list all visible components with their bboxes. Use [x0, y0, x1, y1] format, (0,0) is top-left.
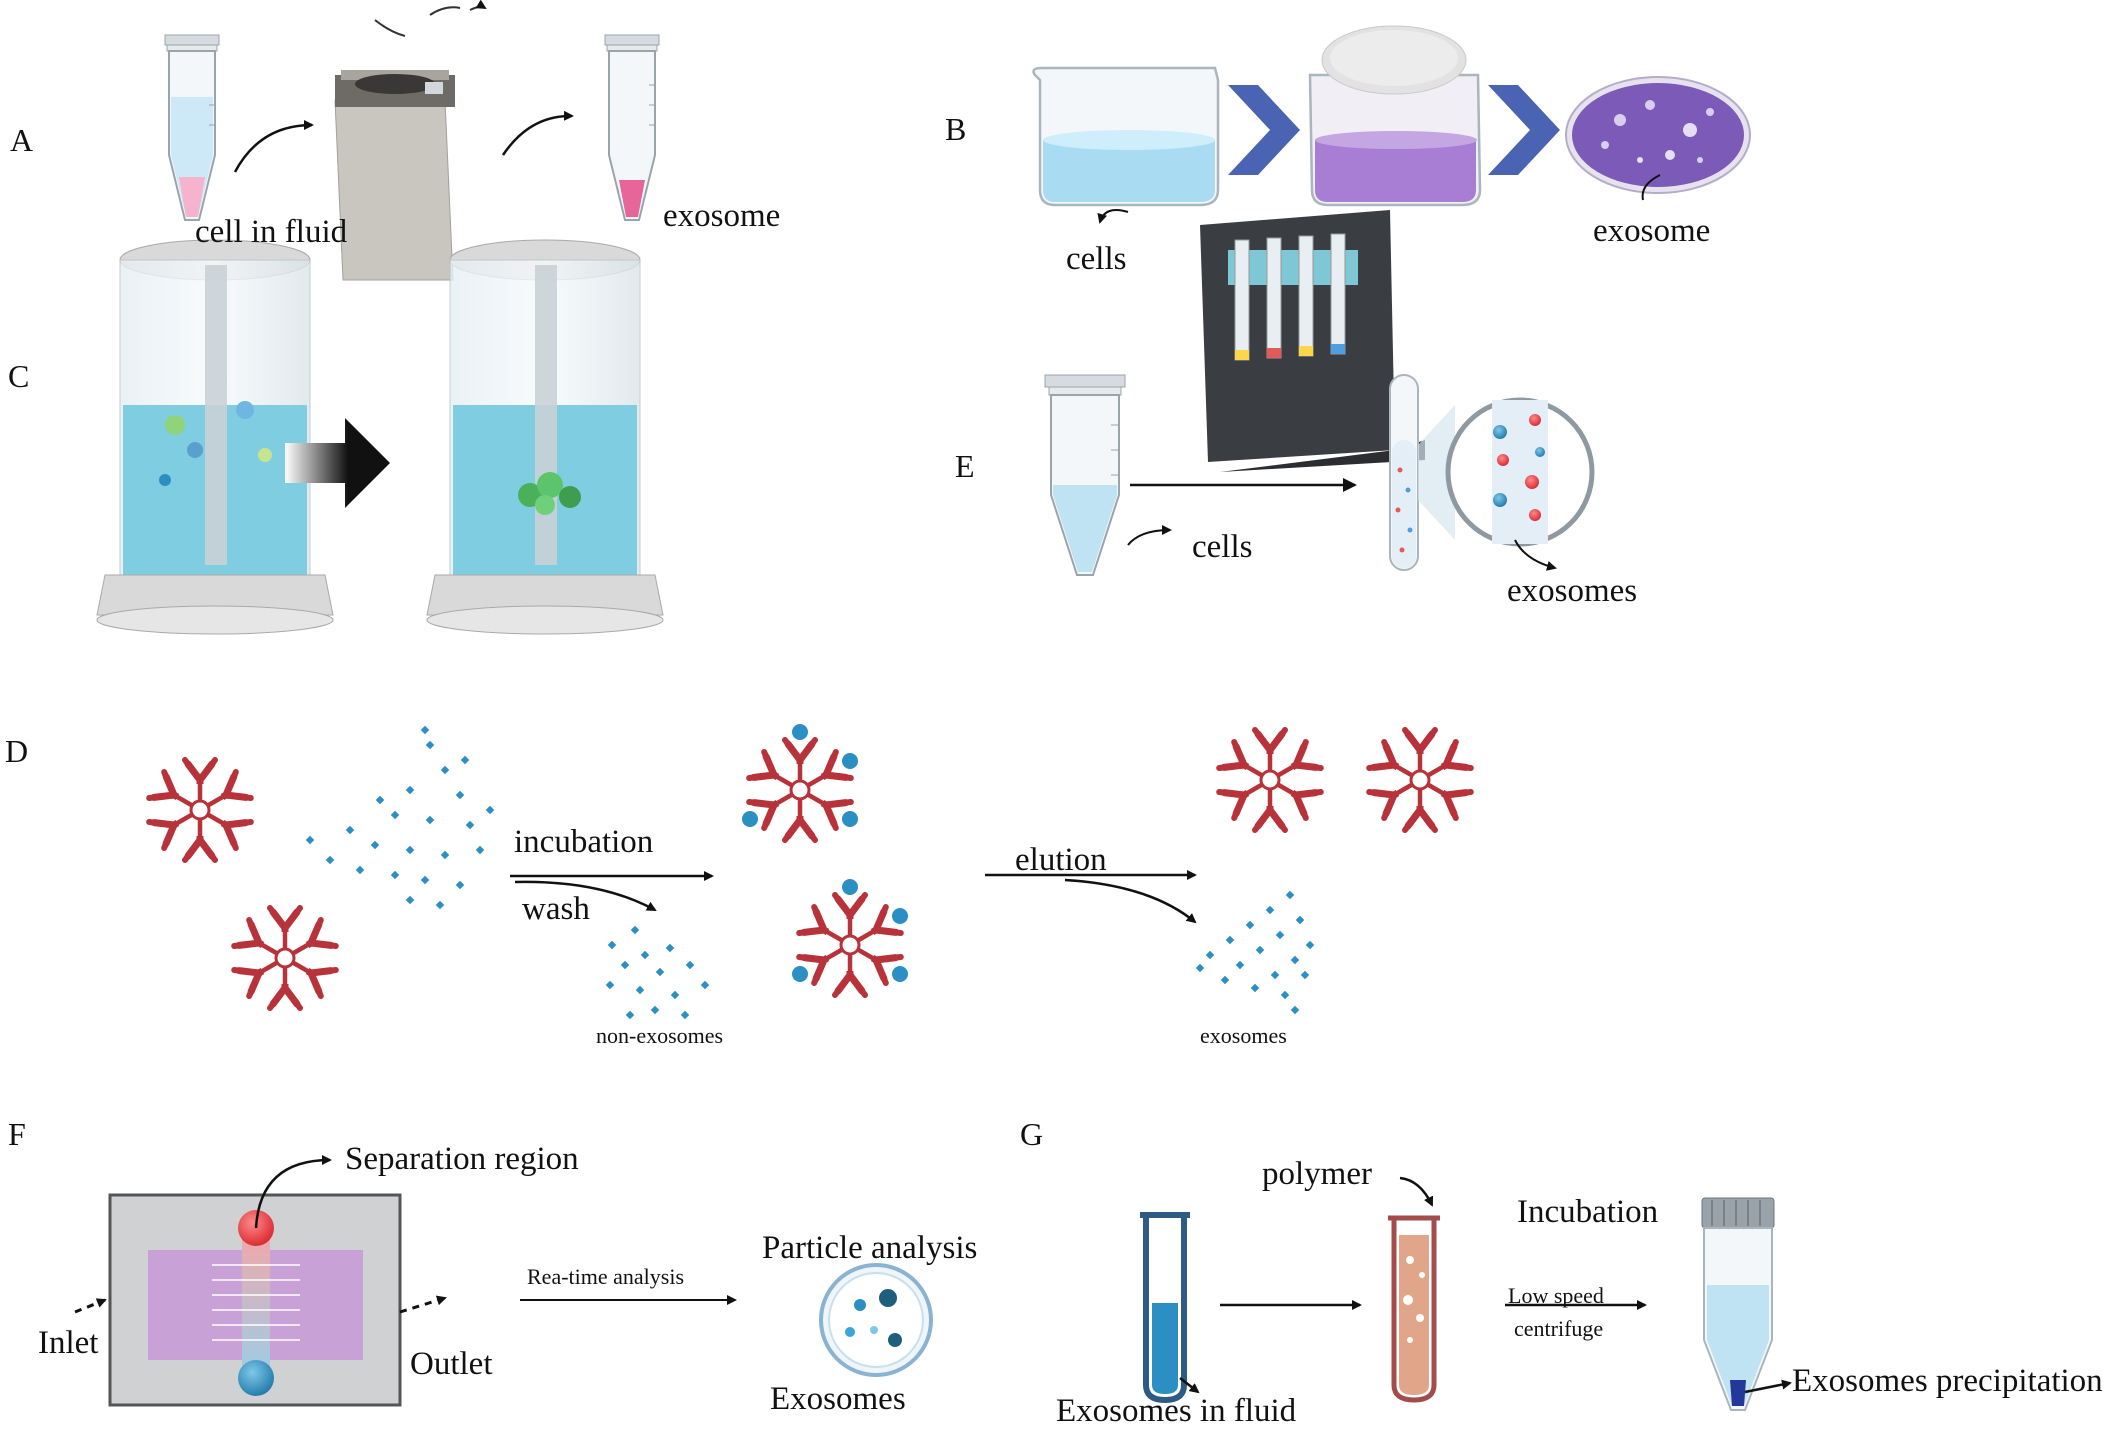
- label-incubation-d: incubation: [514, 824, 654, 860]
- label-particle-analysis: Particle analysis: [762, 1230, 978, 1266]
- particle-dish: [819, 1263, 933, 1377]
- mixed-particles: [305, 725, 495, 910]
- panel-letter-d: D: [5, 733, 29, 769]
- antibody-bead-bound-2: [792, 879, 908, 995]
- centrifuge-machine: [334, 0, 487, 281]
- black-arrow: [285, 418, 390, 508]
- label-exosomes-d: exosomes: [1200, 1023, 1287, 1048]
- panel-letter-c: C: [8, 358, 30, 394]
- label-incubation-g: Incubation: [1517, 1194, 1659, 1230]
- panel-letter-a: A: [10, 122, 34, 158]
- beaker-cells: [1032, 66, 1220, 224]
- panel-letter-e: E: [955, 448, 975, 484]
- chevron-2: [1488, 85, 1560, 175]
- antibody-bead-bound-1: [742, 724, 858, 840]
- antibody-bead-free-2: [1369, 730, 1471, 830]
- label-outlet: Outlet: [410, 1346, 493, 1382]
- panel-b: [1032, 25, 1751, 224]
- beaker-filter: [1308, 25, 1482, 207]
- antibody-bead-free-1: [1219, 730, 1321, 830]
- microtube-exosome: [604, 34, 660, 221]
- label-cell-in-fluid: cell in fluid: [195, 214, 348, 250]
- petri-dish-exosome: [1565, 76, 1751, 201]
- label-exosomes-in-fluid: Exosomes in fluid: [1056, 1393, 1297, 1429]
- label-centrifuge: centrifuge: [1514, 1316, 1604, 1341]
- panel-letter-g: G: [1020, 1116, 1044, 1152]
- antibody-bead-1: [149, 760, 251, 860]
- tube-polymer: [1388, 1215, 1440, 1403]
- label-exosomes-e: exosomes: [1507, 573, 1638, 609]
- test-tube-exosomes: [1389, 374, 1595, 571]
- conical-tube-precipitation: [1701, 1197, 1792, 1411]
- label-exosome-a: exosome: [663, 198, 781, 234]
- label-inlet: Inlet: [38, 1325, 99, 1361]
- label-non-exosomes: non-exosomes: [596, 1023, 724, 1048]
- jar-before: [96, 239, 334, 635]
- blue-reservoir: [238, 1360, 274, 1396]
- chevron-1: [1228, 85, 1300, 175]
- tube-exosomes-in-fluid: [1140, 1212, 1190, 1404]
- panel-c: [96, 239, 664, 635]
- label-cells-b: cells: [1066, 241, 1127, 277]
- label-low-speed: Low speed: [1508, 1283, 1604, 1308]
- antibody-bead-2: [234, 908, 336, 1008]
- label-realtime-analysis: Rea-time analysis: [527, 1264, 685, 1289]
- label-cells-e: cells: [1192, 529, 1253, 565]
- panel-a: [164, 0, 660, 281]
- label-exosomes-f: Exosomes: [770, 1381, 906, 1417]
- panel-g: [1140, 1176, 1792, 1411]
- label-wash: wash: [522, 891, 590, 927]
- panel-f: [74, 1155, 933, 1407]
- panel-d: [149, 724, 1471, 1020]
- microtube-cell-fluid: [164, 34, 220, 221]
- label-separation-region: Separation region: [345, 1141, 579, 1177]
- eluted-exosomes: [1195, 890, 1315, 1015]
- jar-after: [426, 239, 664, 635]
- non-exosome-particles: [605, 925, 710, 1020]
- panel-e: [1044, 210, 1595, 576]
- chromatography-rack: [1200, 210, 1425, 472]
- panel-letter-b: B: [945, 111, 967, 147]
- microtube-cells: [1044, 374, 1126, 576]
- label-polymer: polymer: [1262, 1156, 1372, 1192]
- label-exosome-b: exosome: [1593, 213, 1711, 249]
- panel-letter-f: F: [8, 1116, 26, 1152]
- label-elution: elution: [1015, 842, 1107, 878]
- label-exosomes-precipitation: Exosomes precipitation: [1792, 1363, 2103, 1399]
